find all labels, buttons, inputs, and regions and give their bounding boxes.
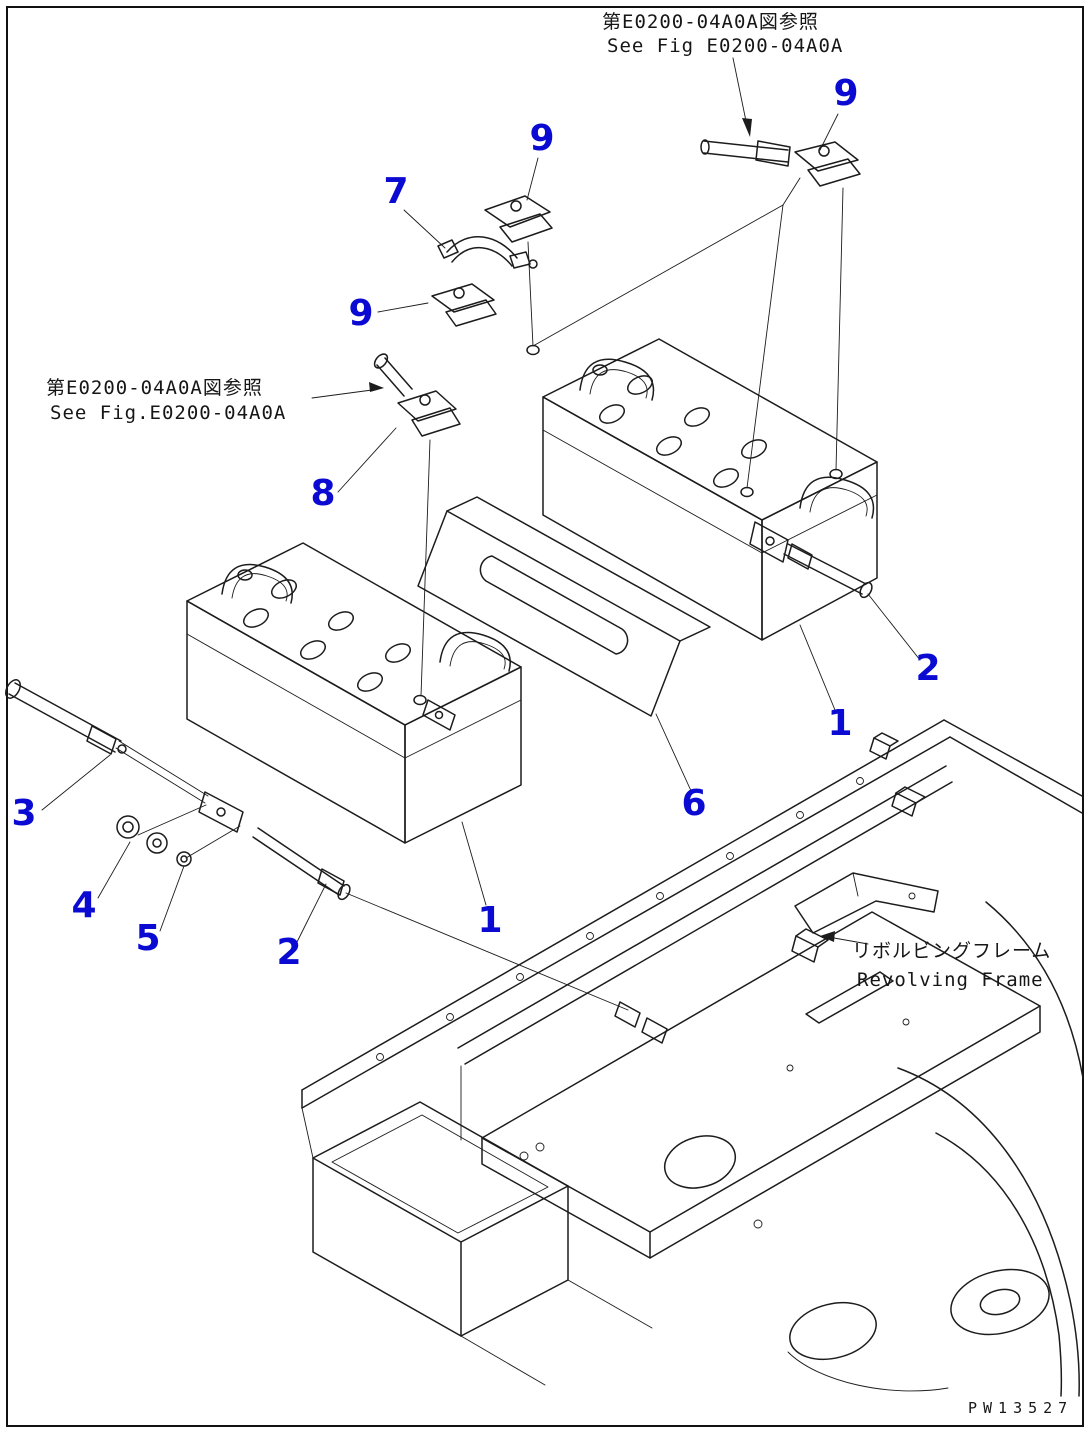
callout-2-right: 2 — [915, 648, 940, 689]
callout-8: 8 — [310, 473, 335, 514]
callout-9-left: 9 — [348, 293, 373, 334]
top-reference-jp: 第E0200-04A0A図参照 — [602, 11, 819, 33]
callout-leader-lines — [41, 113, 921, 945]
battery-right-drawing — [542, 338, 878, 641]
annotation-arrows — [311, 57, 869, 945]
callout-9-top-right: 9 — [833, 73, 858, 114]
revolving-frame-label-jp: リボルビングフレーム — [852, 940, 1051, 962]
terminal-clamps-drawing — [373, 139, 861, 437]
callout-9-upper-center: 9 — [529, 118, 554, 159]
callout-2-left: 2 — [276, 932, 301, 973]
callout-4: 4 — [71, 885, 96, 926]
revolving-frame-label-en: Revolving Frame — [857, 969, 1044, 991]
revolving-frame-drawing — [301, 719, 1084, 1397]
callout-7: 7 — [383, 171, 408, 212]
callout-1-left: 1 — [477, 900, 502, 941]
callout-1-right: 1 — [827, 703, 852, 744]
drawing-number: PW13527 — [968, 1399, 1073, 1417]
left-reference-jp: 第E0200-04A0A図参照 — [46, 377, 263, 399]
hold-down-rod-drawing — [5, 679, 351, 901]
page-border — [6, 6, 1084, 1427]
top-reference-en: See Fig E0200-04A0A — [607, 35, 843, 57]
battery-left-drawing — [186, 542, 522, 844]
callout-5: 5 — [135, 918, 160, 959]
left-reference-en: See Fig.E0200-04A0A — [50, 402, 286, 424]
callout-3: 3 — [11, 793, 36, 834]
spacer-plate-drawing — [417, 496, 711, 717]
callout-6: 6 — [681, 783, 706, 824]
